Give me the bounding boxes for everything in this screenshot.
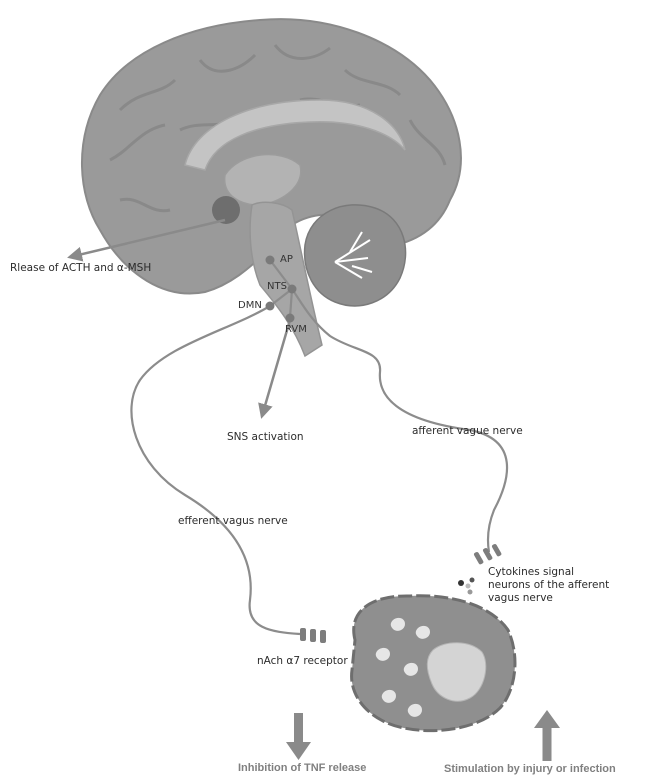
pituitary [212, 196, 240, 224]
nts-node [288, 285, 297, 294]
efferent-vagus-nerve-path [131, 306, 300, 634]
nach-receptor-label: nAch α7 receptor [257, 655, 348, 667]
afferent-nerve-label: afferent vague nerve [412, 425, 523, 437]
cytokines-label-line-2: neurons of the afferent [488, 579, 618, 592]
cytokine-dots [458, 578, 475, 595]
cytokines-label-line-3: vagus nerve [488, 592, 618, 605]
cytokines-label: Cytokines signal neurons of the afferent… [488, 566, 618, 605]
afferent-vagus-nerve-path [292, 289, 507, 552]
cytokines-label-line-1: Cytokines signal [488, 566, 618, 579]
ap-node [266, 256, 275, 265]
rvm-node [286, 314, 295, 323]
nach-receptor-icon [300, 628, 326, 643]
nts-label: NTS [267, 281, 287, 292]
inhibition-label: Inhibition of TNF release [238, 762, 366, 774]
rvm-label: RVM [285, 324, 307, 335]
ap-label: AP [280, 254, 293, 265]
inhibition-arrow [286, 713, 311, 760]
macrophage-cell [352, 596, 515, 731]
dmn-label: DMN [238, 300, 262, 311]
dmn-node [266, 302, 275, 311]
acth-release-label: Rlease of ACTH and α-MSH [10, 262, 151, 274]
stimulation-arrow [534, 710, 560, 761]
cerebellum [305, 205, 406, 306]
sns-activation-label: SNS activation [227, 431, 304, 443]
efferent-nerve-label: efferent vagus nerve [178, 515, 288, 527]
stimulation-label: Stimulation by injury or infection [444, 763, 616, 775]
nerve-paths [131, 260, 507, 634]
